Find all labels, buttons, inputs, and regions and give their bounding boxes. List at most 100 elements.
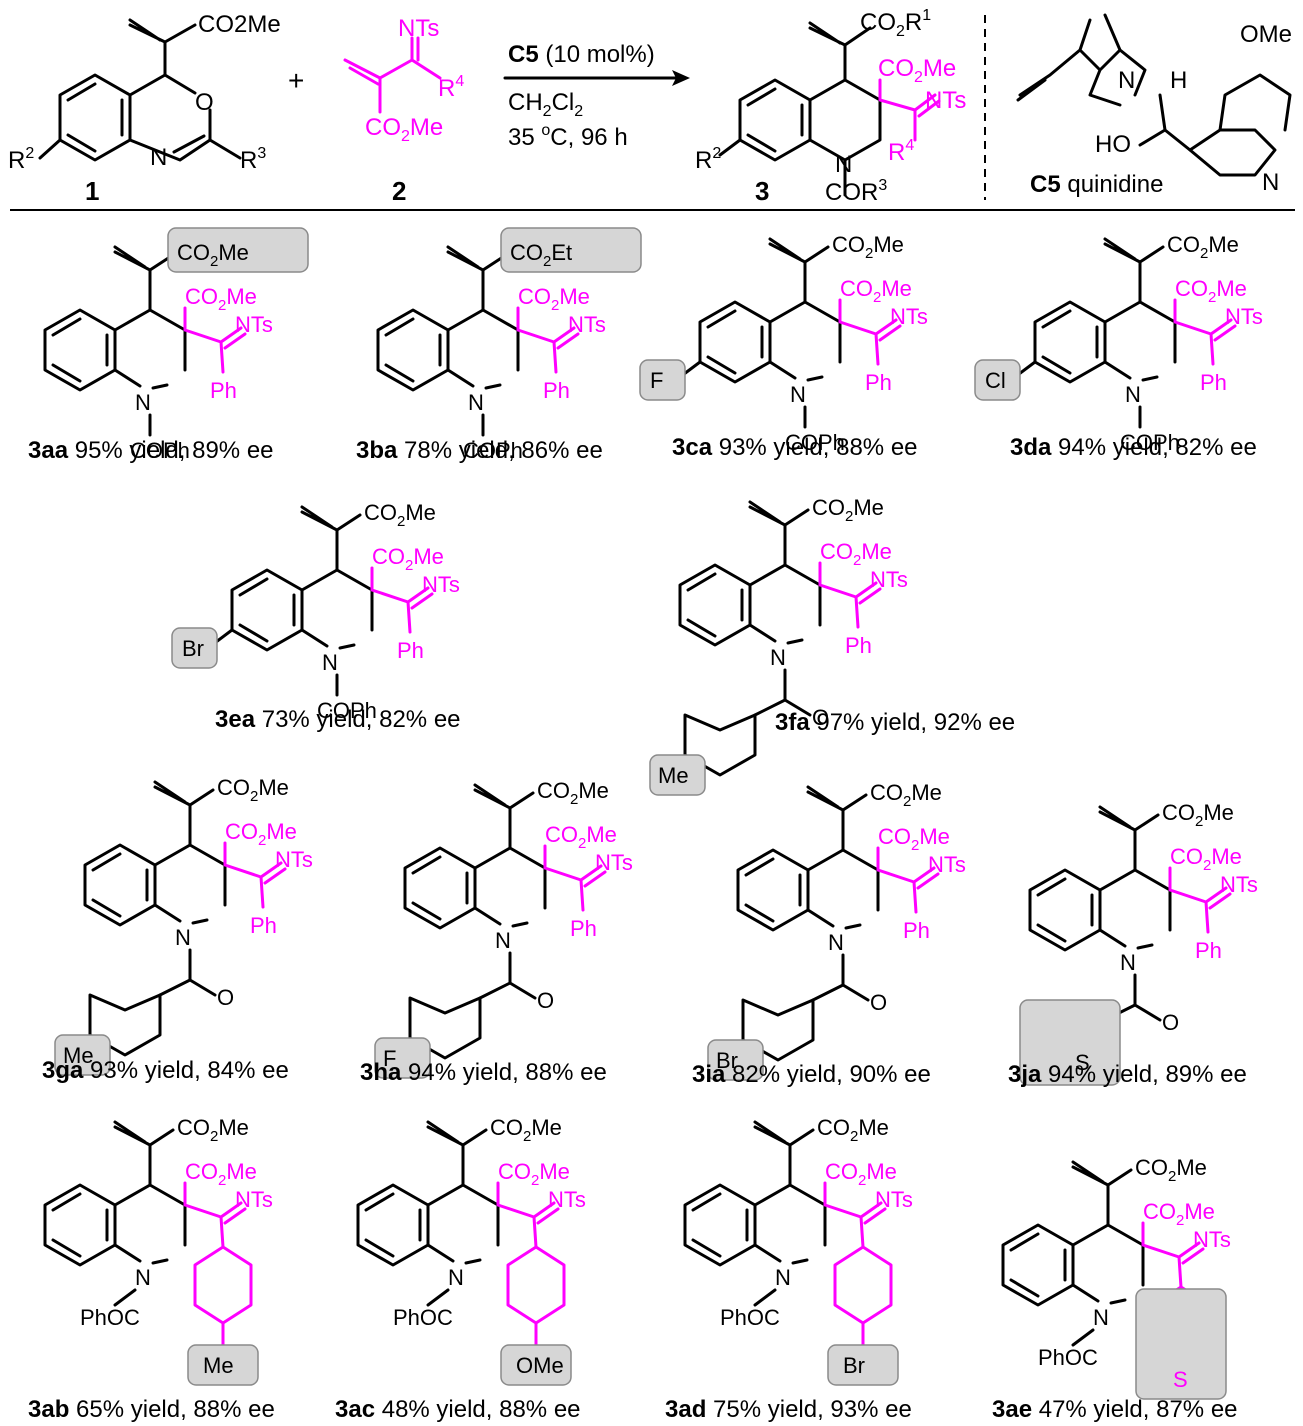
ring-n: N: [1125, 382, 1141, 407]
c3-ester: CO2Me: [518, 284, 590, 314]
imine-nts: NTs: [548, 1187, 586, 1212]
c3-ester: CO2Me: [372, 544, 444, 574]
ring-n: N: [175, 925, 191, 950]
caption-3ad: 3ad 75% yield, 93% ee: [665, 1396, 912, 1423]
n-benzoyl: PhOC: [80, 1305, 140, 1330]
catalyst-n1: N: [1118, 67, 1135, 94]
reactant-1: CO2Me O N R2 R3 1: [8, 11, 281, 206]
n-benzoyl: PhOC: [1038, 1345, 1098, 1370]
caption-3fa: 3fa 97% yield, 92% ee: [775, 709, 1015, 736]
ester-label: CO2Me: [365, 114, 443, 145]
n-benzoyl: COPh: [1120, 430, 1180, 455]
c3-ester: CO2Me: [545, 822, 617, 852]
phenyl-label: Ph: [210, 378, 237, 403]
r4-label: R4: [438, 73, 464, 102]
reaction-arrow: C5 (10 mol%) CH2Cl2 35 oC, 96 h: [503, 41, 690, 151]
nts-label: NTs: [398, 15, 439, 42]
substituent-highlight: [707, 1039, 764, 1081]
substituent-highlight: [500, 1344, 572, 1386]
c3-ester: CO2Me: [878, 824, 950, 854]
phenyl-label: Ph: [570, 916, 597, 941]
carbonyl-o: O: [1162, 1010, 1179, 1035]
product-3: CO2R1 CO2Me NTs R4 R2 N COR3 3: [695, 7, 966, 206]
phenyl-label: Ph: [543, 378, 570, 403]
ring-halogen: F: [650, 368, 663, 393]
thienyl-highlight: [1019, 999, 1121, 1086]
n-benzoyl: COPh: [130, 438, 190, 463]
acrylate-ester: CO2Me: [537, 778, 609, 808]
phenyl-label: Ph: [903, 918, 930, 943]
product-r4: R4: [888, 137, 914, 166]
imine-nts: NTs: [890, 304, 928, 329]
substituent-highlight: [974, 359, 1021, 401]
caption-3da: 3da 94% yield, 82% ee: [1010, 434, 1257, 461]
product-r2: R2: [695, 145, 721, 174]
aryl-substituent: Br: [716, 1048, 738, 1073]
r2-label: R2: [8, 145, 34, 174]
substituent-highlight: [827, 1344, 899, 1386]
phenyl-label: Ph: [397, 638, 424, 663]
product-n: N: [835, 151, 852, 178]
phenyl-label: Ph: [845, 633, 872, 658]
caption-3ab: 3ab 65% yield, 88% ee: [28, 1396, 275, 1423]
thiophene-s: S: [1173, 1367, 1188, 1392]
product-ester: CO2Me: [878, 55, 956, 86]
c3-ester: CO2Me: [840, 276, 912, 306]
c3-ester: CO2Me: [185, 284, 257, 314]
ring-halogen: Br: [182, 636, 204, 661]
ring-n: N: [770, 645, 786, 670]
caption-3ac: 3ac 48% yield, 88% ee: [335, 1396, 581, 1423]
c3-ester: CO2Me: [1143, 1199, 1215, 1229]
n-benzoyl: PhOC: [393, 1305, 453, 1330]
ring-n: N: [1093, 1305, 1109, 1330]
thienyl-highlight: [1135, 1288, 1227, 1400]
caption-3ga: 3ga 93% yield, 84% ee: [42, 1057, 289, 1084]
r1-label: CO2Me: [198, 11, 281, 38]
carbonyl-o: O: [870, 990, 887, 1015]
catalyst-h: H: [1170, 67, 1187, 94]
substituent-highlight: [187, 1344, 259, 1386]
ring-halogen: Cl: [985, 368, 1006, 393]
substituent-highlight: [374, 1037, 431, 1079]
imine-nts: NTs: [875, 1187, 913, 1212]
acrylate-ester: CO2Me: [364, 500, 436, 530]
c3-ester: CO2Me: [498, 1159, 570, 1189]
ring-o-label: O: [195, 89, 214, 116]
n-benzoyl: COPh: [317, 698, 377, 723]
r3-label: R3: [240, 145, 266, 174]
ring-n: N: [828, 930, 844, 955]
c3-ester: CO2Me: [1170, 844, 1242, 874]
ring-n: N: [135, 1265, 151, 1290]
caption-3ja: 3ja 94% yield, 89% ee: [1008, 1061, 1247, 1088]
aryl-substituent: Me: [658, 763, 689, 788]
imine-nts: NTs: [1225, 304, 1263, 329]
compound-grid: CO2MeNTsNCO2MePhCOPhCO2MeNTsNCO2EtPhCOPh…: [43, 227, 1263, 1400]
compound-3-number: 3: [755, 176, 769, 206]
temp-time-label: 35 oC, 96 h: [508, 122, 628, 151]
imine-nts: NTs: [928, 852, 966, 877]
substituent-highlight: [54, 1034, 111, 1076]
substituent-highlight: [639, 359, 686, 401]
caption-3ia: 3ia 82% yield, 90% ee: [692, 1061, 931, 1088]
c3-ester: CO2Me: [825, 1159, 897, 1189]
imine-nts: NTs: [235, 1187, 273, 1212]
phenyl-label: Ph: [250, 913, 277, 938]
phenyl-label: Ph: [865, 370, 892, 395]
caption-3ha: 3ha 94% yield, 88% ee: [360, 1059, 607, 1086]
aryl-substituent: F: [383, 1046, 396, 1071]
ring-n-label: N: [150, 144, 167, 171]
aryl-substituent: Me: [203, 1353, 234, 1378]
acrylate-ester: CO2Me: [217, 775, 289, 805]
imine-nts: NTs: [235, 312, 273, 337]
ring-n: N: [135, 390, 151, 415]
ring-n: N: [775, 1265, 791, 1290]
acrylate-ester: CO2Me: [177, 240, 249, 270]
imine-nts: NTs: [1193, 1227, 1231, 1252]
